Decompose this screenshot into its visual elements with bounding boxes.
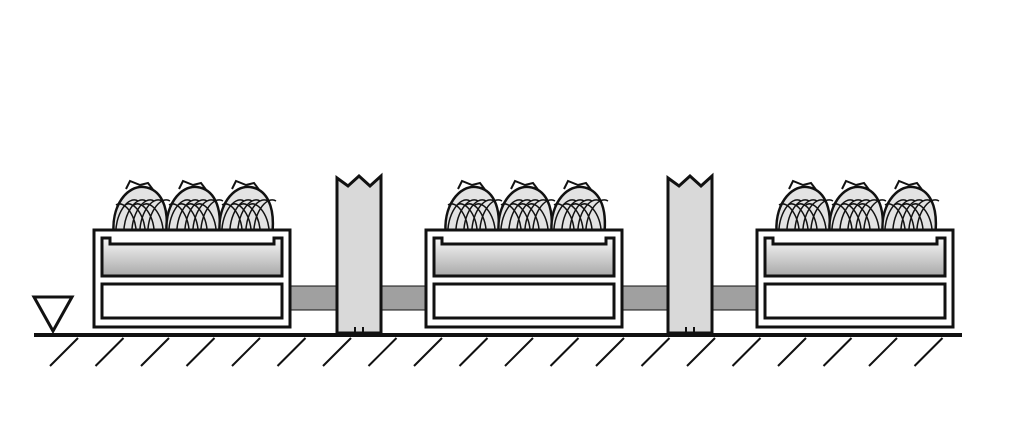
floor-hatch (49, 337, 79, 367)
floor-surface (34, 333, 962, 367)
mat-module-2 (424, 179, 624, 329)
floor-hatch (686, 337, 716, 367)
floor-hatch (367, 337, 398, 367)
module-bottom-rail (100, 282, 284, 320)
floor-hatch (458, 337, 489, 367)
carpet-tuft (497, 179, 556, 239)
floor-hatch (731, 337, 762, 367)
post-body (335, 172, 383, 335)
floor-hatch (913, 337, 944, 367)
mat-module-group (92, 179, 955, 329)
carpet-tuft-group (444, 179, 609, 239)
floor-hatch (549, 337, 580, 367)
module-top-profile (432, 236, 616, 278)
module-bottom-rail (763, 282, 947, 320)
floor-hatch (231, 337, 261, 367)
mat-module-1 (92, 179, 292, 329)
post-body (666, 172, 714, 335)
tuft-tip (457, 179, 487, 192)
tuft-tip (841, 179, 871, 192)
floor-hatch (140, 337, 170, 367)
floor-hatch (504, 337, 534, 367)
tuft-tip (894, 179, 924, 192)
level-triangle (31, 295, 75, 335)
floor-hatch (595, 337, 625, 367)
carpet-tuft (881, 179, 940, 239)
aluminium-post-2 (666, 172, 714, 335)
floor-hatch (185, 337, 216, 367)
floor-hatch (322, 337, 352, 367)
floor-hatch (868, 337, 898, 367)
connector-rail-3 (620, 285, 669, 311)
connector-rail-1 (289, 285, 338, 311)
connector-rail-group (289, 285, 758, 311)
carpet-tuft (444, 179, 503, 239)
aluminium-post-1 (335, 172, 383, 335)
connector-rail-2 (380, 285, 427, 311)
floor-hatch (413, 337, 443, 367)
connector-rail-4 (711, 285, 758, 311)
module-top-profile (763, 236, 947, 278)
tuft-tip (563, 179, 593, 192)
floor-hatch (822, 337, 853, 367)
tuft-tip (231, 179, 261, 192)
level-marker-icon (31, 295, 75, 335)
mat-module-3 (755, 179, 955, 329)
module-bottom-rail (432, 282, 616, 320)
module-top-profile (100, 236, 284, 278)
floor-hatch (640, 337, 671, 367)
floor-hatch (94, 337, 125, 367)
aluminium-post-group (335, 172, 714, 335)
tuft-tip (788, 179, 818, 192)
floor-hatch (276, 337, 307, 367)
floor-hatch (777, 337, 807, 367)
tuft-tip (125, 179, 155, 192)
tuft-tip (178, 179, 208, 192)
tuft-tip (510, 179, 540, 192)
